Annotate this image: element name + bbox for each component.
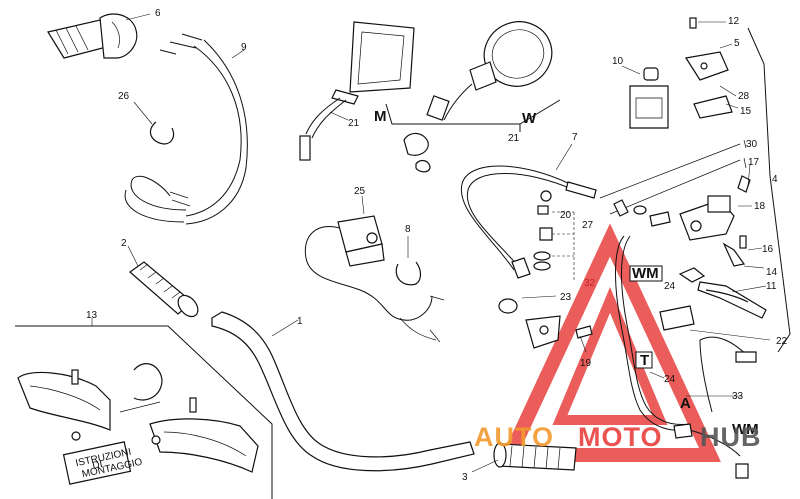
right-grip-part <box>471 442 577 473</box>
callout-17: 17 <box>748 157 760 168</box>
callout-19: 19 <box>580 358 592 369</box>
brake-lever-part <box>678 267 767 319</box>
sticker-line2: DI <box>91 459 103 472</box>
left-grip-part <box>127 245 199 318</box>
callout-22: 22 <box>776 336 788 347</box>
callout-23: 23 <box>560 292 572 303</box>
callout-5: 5 <box>734 38 740 49</box>
callout-3: 3 <box>462 472 468 483</box>
callout-33: 33 <box>732 391 744 402</box>
small-parts-group <box>498 190 575 349</box>
wiring-harness <box>575 235 771 479</box>
clip-8-part <box>395 236 422 286</box>
throttle-grip-part <box>47 13 151 59</box>
callout-24b: 24 <box>664 374 676 385</box>
callout-13: 13 <box>86 310 98 321</box>
watermark-text: AUTO MOTO HUB <box>474 422 762 452</box>
callout-20: 20 <box>560 210 572 221</box>
callout-30: 30 <box>746 139 758 150</box>
clutch-cable-part <box>460 143 597 279</box>
code-t: T <box>640 352 649 369</box>
variant-m-label: M <box>374 108 387 125</box>
mount-bracket-parts <box>685 17 739 119</box>
callout-27: 27 <box>582 220 594 231</box>
watermark-logo <box>499 223 721 462</box>
handguard-group <box>15 318 273 499</box>
code-wm2: WM <box>732 421 759 438</box>
code-wm1: WM <box>632 265 659 282</box>
watermark-hub: HUB <box>700 422 762 452</box>
callout-21a: 21 <box>348 118 360 129</box>
clip-part <box>133 101 175 145</box>
watermark-moto: MOTO <box>578 422 663 452</box>
throttle-cable-part <box>124 33 248 225</box>
callout-1: 1 <box>297 316 303 327</box>
callout-8: 8 <box>405 224 411 235</box>
variant-w-label: W <box>522 110 537 127</box>
handlebar-part <box>211 311 475 472</box>
callout-18: 18 <box>754 201 766 212</box>
group-bracket-4 <box>747 27 791 353</box>
code-a: A <box>680 395 691 412</box>
callout-11: 11 <box>766 281 777 292</box>
switch-part <box>304 195 445 343</box>
callout-4: 4 <box>772 174 778 185</box>
callout-14: 14 <box>766 267 778 278</box>
callout-26: 26 <box>118 91 130 102</box>
callout-7: 7 <box>572 132 578 143</box>
fluid-bottle-part <box>621 65 669 129</box>
mirror-w-part <box>385 21 561 173</box>
callout-15: 15 <box>740 106 752 117</box>
callout-24a: 24 <box>664 281 676 292</box>
code-box-t <box>635 351 653 369</box>
callout-12: 12 <box>728 16 740 27</box>
callout-9: 9 <box>241 42 247 53</box>
callout-10: 10 <box>612 56 624 67</box>
callout-21b: 21 <box>508 133 520 144</box>
callout-6: 6 <box>155 8 161 19</box>
callout-28: 28 <box>738 91 750 102</box>
mirror-m-part <box>299 21 415 161</box>
callout-32: 32 <box>584 278 596 289</box>
watermark-auto: AUTO <box>474 422 554 452</box>
code-box-wm1 <box>629 265 663 282</box>
callout-16: 16 <box>762 244 774 255</box>
callout-2: 2 <box>121 238 127 249</box>
master-cylinder-parts <box>599 139 765 269</box>
callout-25: 25 <box>354 186 366 197</box>
